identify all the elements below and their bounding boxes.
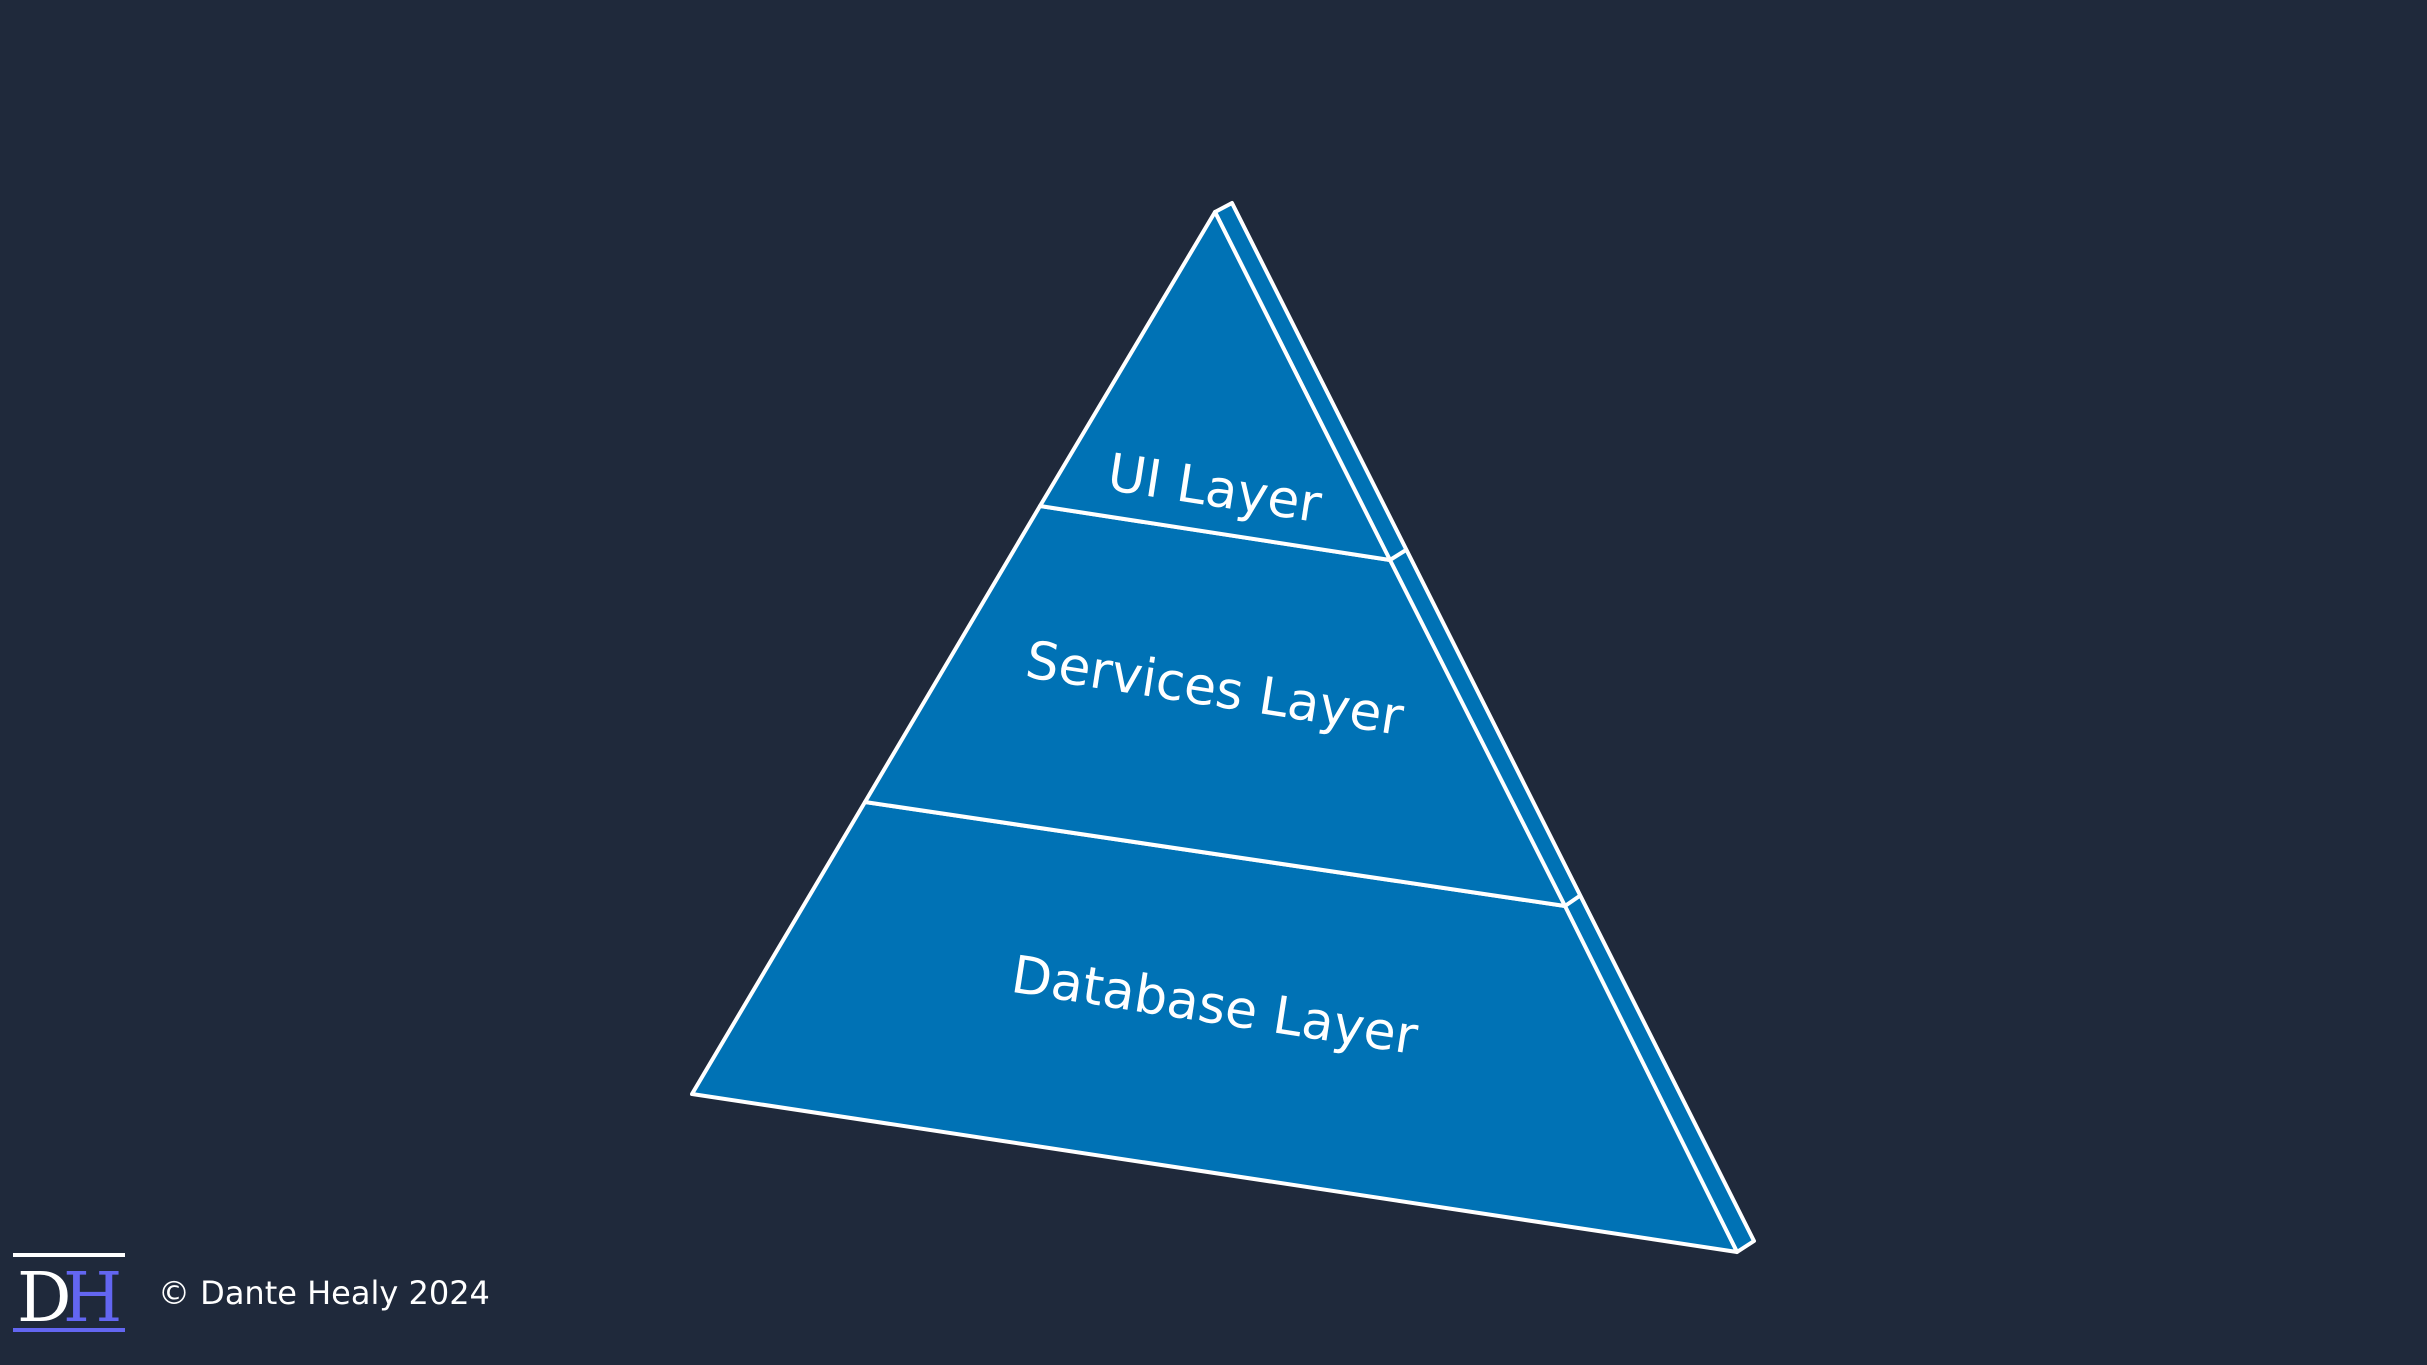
copyright-text: © Dante Healy 2024 [158, 1274, 490, 1312]
side-edge-2 [1563, 893, 1583, 908]
dh-logo: D H [13, 1253, 125, 1335]
layer-ui[interactable] [1038, 210, 1392, 562]
side-edge-1 [1388, 548, 1408, 562]
svg-text:H: H [63, 1259, 122, 1335]
svg-text:D: D [17, 1259, 72, 1335]
